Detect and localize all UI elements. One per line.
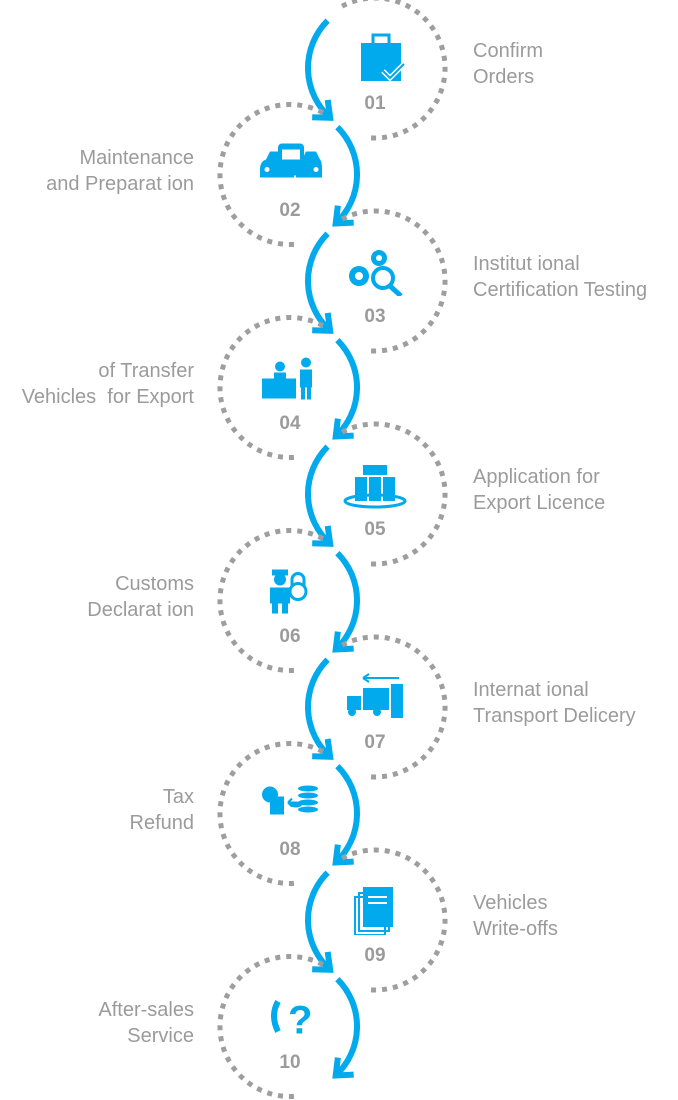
step-label: Vehicles Write-offs	[473, 892, 558, 940]
step-number: 08	[279, 838, 301, 860]
step-label: Application for Export Licence	[473, 466, 606, 514]
step-number: 05	[364, 519, 386, 540]
flow-arrow	[305, 657, 333, 760]
arrowhead-icon	[332, 1057, 354, 1079]
step-label: Maintenance and Preparat ion	[46, 146, 194, 195]
step-number: 01	[364, 93, 386, 114]
step-label: Confirm Orders	[473, 40, 544, 88]
briefcase-check-icon	[361, 33, 406, 82]
flow-arrow	[305, 444, 333, 547]
arrowhead-icon	[332, 205, 354, 227]
boxes-icon	[343, 465, 407, 509]
svg-text:?: ?	[288, 999, 312, 1043]
reception-desk-icon	[262, 357, 312, 400]
dotted-ring	[217, 101, 325, 247]
gears-magnifier-icon	[349, 250, 403, 296]
arrowhead-icon	[312, 99, 334, 121]
dotted-ring	[217, 740, 325, 886]
dotted-ring	[340, 421, 448, 567]
step-01	[305, 0, 448, 141]
dotted-ring	[217, 527, 325, 673]
step-05	[305, 421, 448, 567]
step-06	[217, 527, 361, 673]
step-label: Customs Declarat ion	[87, 572, 194, 621]
step-07	[305, 634, 448, 780]
arrowhead-icon	[332, 418, 354, 440]
dotted-ring	[340, 0, 448, 141]
flow-arrow	[333, 550, 361, 652]
flow-arrow	[333, 976, 361, 1078]
step-09	[305, 847, 448, 993]
step-04	[217, 314, 361, 460]
arrowhead-icon	[332, 844, 354, 866]
step-number: 10	[279, 1051, 301, 1073]
step-label: Institut ional Certification Testing	[473, 253, 648, 301]
flow-arrow	[333, 763, 361, 865]
step-label: Tax Refund	[129, 785, 195, 834]
dotted-ring	[217, 314, 325, 460]
flow-arrow	[333, 124, 361, 226]
arrowhead-icon	[312, 312, 334, 334]
arrowhead-icon	[332, 631, 354, 653]
step-label: of Transfer Vehicles for Export	[21, 359, 194, 408]
truck-icon	[347, 673, 403, 718]
step-label: Internat ional Transport Delicery	[473, 679, 636, 727]
flow-arrow	[305, 231, 333, 334]
dotted-ring	[340, 847, 448, 993]
step-02	[217, 101, 361, 247]
documents-icon	[354, 887, 393, 935]
step-number: 04	[279, 412, 301, 434]
step-number: 09	[364, 945, 386, 966]
arrowhead-icon	[312, 738, 334, 760]
dotted-ring	[340, 208, 448, 354]
step-03	[305, 208, 448, 354]
flow-arrow	[305, 870, 333, 973]
step-number: 02	[279, 199, 301, 221]
step-label: After-sales Service	[98, 998, 194, 1047]
step-number: 06	[279, 625, 301, 647]
arrowhead-icon	[312, 525, 334, 547]
dotted-ring	[340, 634, 448, 780]
vehicles-icon	[260, 143, 322, 178]
step-number: 03	[364, 306, 386, 327]
dotted-ring	[217, 953, 325, 1099]
phone-question-icon: ?	[271, 999, 312, 1043]
flow-arrow	[333, 337, 361, 439]
step-08	[217, 740, 361, 886]
arrowhead-icon	[312, 951, 334, 973]
step-10: ?	[217, 953, 361, 1099]
coins-refund-icon	[262, 785, 318, 815]
customs-officer-icon	[270, 569, 308, 614]
flow-arrow	[305, 18, 333, 121]
step-number: 07	[364, 732, 386, 753]
